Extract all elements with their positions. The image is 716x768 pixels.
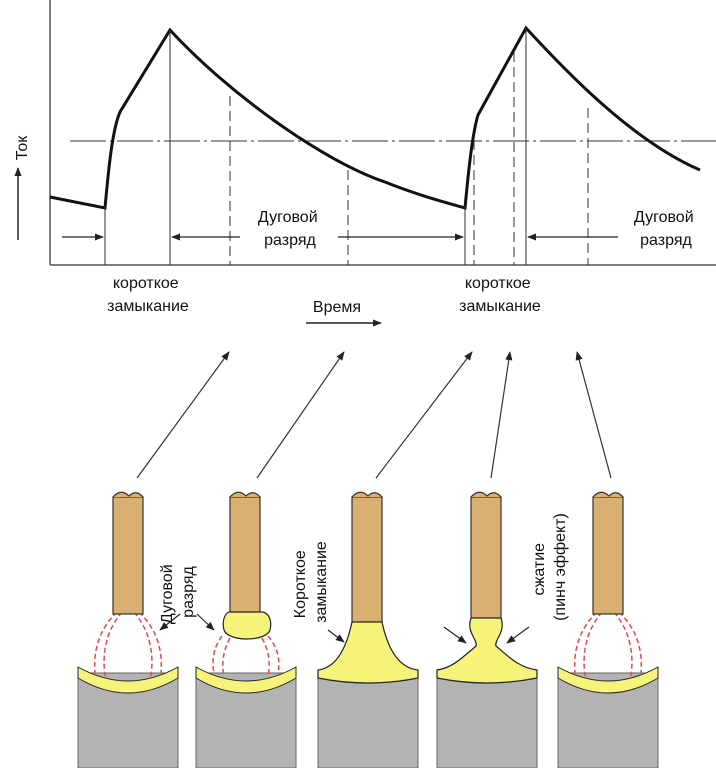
short-circuit-label-2: короткое замыкание [459, 275, 541, 315]
electrode [470, 496, 502, 621]
molten-bridge [317, 621, 419, 684]
molten-droplet [222, 611, 272, 640]
arc-lines [212, 635, 280, 677]
stage-arc-1: Дуговой разряд [77, 491, 197, 768]
pinched-bridge [436, 617, 538, 684]
pinch-arrow-right [506, 626, 530, 644]
arc-stage-label: Дуговой разряд [159, 560, 197, 624]
weld-pool [77, 666, 179, 694]
electrode [112, 496, 144, 615]
arc-label-2: Дуговой разряд [634, 209, 698, 249]
weld-pool [195, 666, 297, 694]
current-time-graph: Дуговой разряд Дуговой разряд короткое з… [14, 0, 716, 327]
stage-pinch: сжатие (пинч эффект) [436, 491, 569, 768]
stage-arc-2 [557, 491, 659, 768]
label-pointer [196, 613, 215, 631]
label-pointer [327, 629, 345, 643]
electrode [229, 496, 261, 615]
workpiece [436, 672, 538, 768]
stage-pointer-arrows [136, 351, 612, 479]
stage-short-circuit: Короткое замыкание [292, 491, 419, 768]
electrode [351, 496, 383, 625]
workpiece [317, 672, 419, 768]
phase-markers [104, 28, 527, 265]
electrode [592, 496, 624, 615]
pinch-arrow-left [443, 626, 467, 644]
y-axis-label: Ток [14, 135, 31, 160]
short-circuit-label-1: короткое замыкание [107, 275, 189, 315]
arc-lines [93, 611, 163, 677]
label-pointer [159, 613, 181, 631]
arc-label-1: Дуговой разряд [258, 209, 322, 249]
x-axis-label: Время [313, 299, 361, 316]
pinch-stage-label: сжатие (пинч эффект) [531, 513, 569, 621]
short-stage-label: Короткое замыкание [292, 541, 330, 623]
current-curve [49, 25, 701, 210]
arc-lines [573, 611, 643, 677]
stage-droplet [195, 491, 297, 768]
weld-pool [557, 666, 659, 694]
